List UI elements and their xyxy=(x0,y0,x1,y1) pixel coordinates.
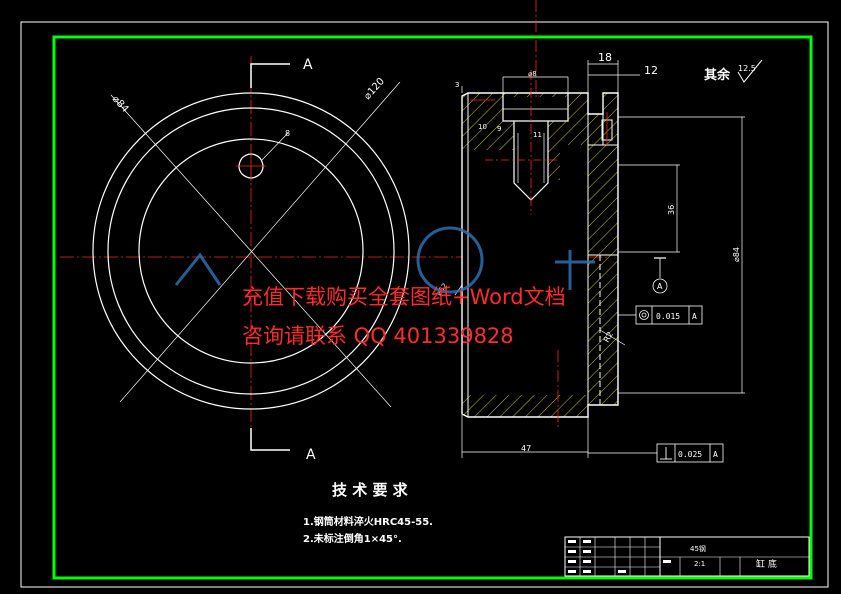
concentricity-datum: A xyxy=(692,312,697,321)
title-block-material: 45钢 xyxy=(690,544,706,553)
inner-circle xyxy=(138,138,364,364)
section-marker-top xyxy=(250,63,290,88)
tech-line-1: 1.钢筒材料淬火HRC45-55. xyxy=(303,515,433,528)
title-block-part-name: 缸 底 xyxy=(756,558,777,570)
dim-text-dia-120: ⌀120 xyxy=(362,76,387,102)
dim-text-side: 36 xyxy=(667,205,676,215)
roughness-icon xyxy=(737,59,763,83)
section-label-top: A xyxy=(303,57,313,73)
dim-text-47: 47 xyxy=(521,444,531,453)
datum-label: A xyxy=(657,282,663,291)
tech-requirements: 技 术 要 求 1.钢筒材料淬火HRC45-55. 2.未标注倒角1×45°. xyxy=(303,481,433,545)
watermark-line-1: 充值下载购买全套图纸+Word文档 xyxy=(242,285,566,309)
perpendicularity-datum: A xyxy=(713,450,718,459)
roughness-note: 其余 12.5 xyxy=(704,59,763,83)
roughness-value: 12.5 xyxy=(738,64,756,73)
dim-text-dia-large: ⌀84 xyxy=(732,247,741,262)
section-bore-mask xyxy=(462,145,588,395)
right-section-view: 18 12 ⌀8 3 10 9 11 36 ⌀84 ⌀52 R2 47 A 0.… xyxy=(435,0,745,463)
outer-circle xyxy=(92,92,410,410)
dim-text-12: 12 xyxy=(644,64,658,77)
concentricity-frame xyxy=(635,305,703,325)
concentricity-icon xyxy=(639,310,649,320)
section-marker-bottom xyxy=(250,428,290,451)
dim-text-18: 18 xyxy=(598,51,612,64)
datum-symbol xyxy=(652,278,668,294)
mid-circle xyxy=(107,107,395,395)
dim-text-10: 10 xyxy=(478,123,487,131)
dim-text-11: 11 xyxy=(533,131,542,139)
sheet-outer-border xyxy=(20,21,829,588)
oil-hole xyxy=(238,153,264,179)
perpendicularity-icon xyxy=(660,447,672,460)
tech-line-2: 2.未标注倒角1×45°. xyxy=(303,532,402,545)
dim-line-hole xyxy=(261,132,289,161)
title-block-scale: 2:1 xyxy=(694,560,705,568)
title-block xyxy=(564,536,810,577)
section-label-bottom: A xyxy=(306,447,316,463)
dim-line-dia-84 xyxy=(110,94,392,408)
roughness-label: 其余 xyxy=(704,67,731,83)
perpendicularity-value: 0.025 xyxy=(678,450,702,459)
dim-text-9: 9 xyxy=(497,125,501,133)
perpendicularity-frame xyxy=(656,443,724,463)
dim-line-dia-120 xyxy=(119,81,401,403)
dim-text-hole: 8 xyxy=(285,129,290,138)
drawing-frame xyxy=(52,35,813,580)
concentricity-value: 0.015 xyxy=(656,312,680,321)
title-block-marks xyxy=(568,540,671,573)
counterbore xyxy=(502,93,569,122)
watermark: 充值下载购买全套图纸+Word文档 咨询请联系 QQ 401339828 xyxy=(174,226,595,348)
dim-text-counterbore: ⌀8 xyxy=(528,70,537,78)
dim-text-chamfer: 3 xyxy=(455,81,459,89)
watermark-line-2: 咨询请联系 QQ 401339828 xyxy=(242,324,514,348)
watermark-logo xyxy=(174,226,595,294)
tech-title: 技 术 要 求 xyxy=(332,481,409,499)
